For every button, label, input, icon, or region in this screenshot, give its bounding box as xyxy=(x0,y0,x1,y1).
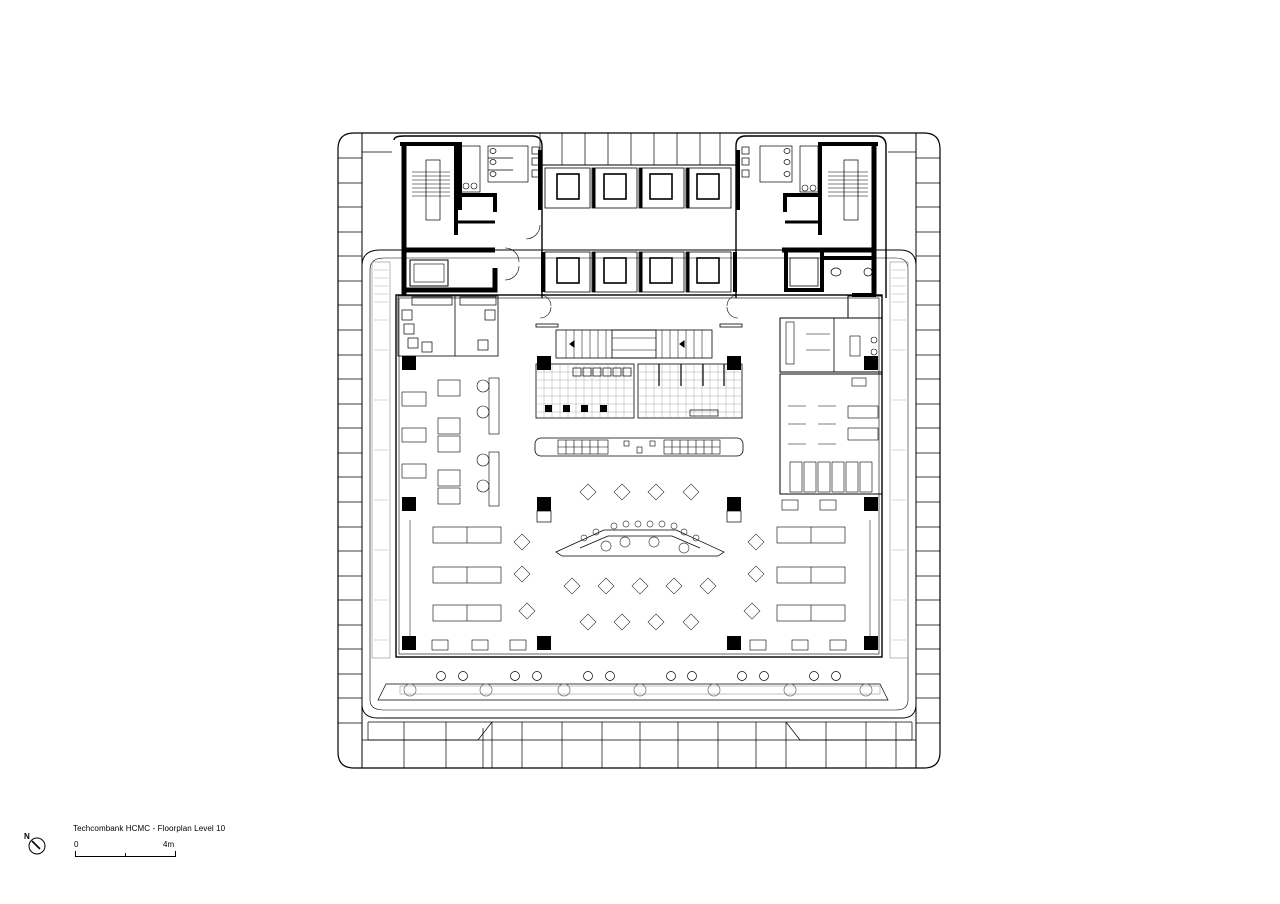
canteen-dining-area xyxy=(401,377,847,651)
stair-core-east xyxy=(736,142,878,297)
scale-bar xyxy=(75,851,176,857)
central-bar-counter xyxy=(555,520,725,557)
serving-counter xyxy=(534,437,744,457)
elevator-bank xyxy=(535,167,743,328)
central-stair xyxy=(555,329,713,359)
north-arrow-icon xyxy=(28,837,46,855)
main-floor-outline xyxy=(393,135,887,658)
drawing-title: Techcombank HCMC - Floorplan Level 10 xyxy=(73,824,226,833)
scale-end-label: 4m xyxy=(163,840,175,849)
fitness-room xyxy=(779,373,883,495)
terrace-planter xyxy=(361,249,917,719)
scale-bar-midtick xyxy=(125,853,126,856)
outer-paving xyxy=(337,132,941,769)
stair-core-west xyxy=(400,142,542,295)
north-label: N xyxy=(24,832,30,841)
lounge-west xyxy=(397,295,499,357)
kitchen xyxy=(535,363,743,419)
toilets-east xyxy=(779,295,883,373)
structural-columns xyxy=(402,356,878,650)
scale-start-label: 0 xyxy=(74,840,79,849)
